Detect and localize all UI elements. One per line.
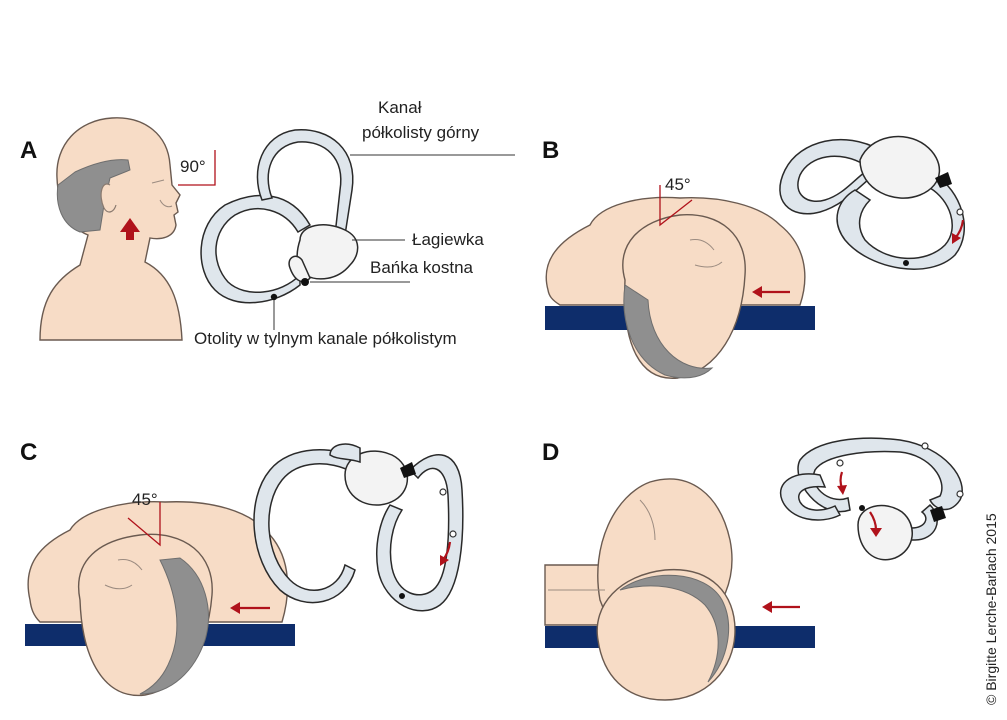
- otolith-dot-icon: [921, 442, 929, 450]
- label-ampulla: Bańka kostna: [370, 258, 474, 277]
- upward-arrow-icon: [120, 218, 140, 240]
- panel-b: B 45°: [542, 135, 965, 379]
- angle-label-a: 90°: [180, 157, 206, 176]
- otolith-dot-icon: [859, 505, 865, 511]
- direction-arrow-icon: [752, 286, 790, 298]
- angle-marker-a: 90°: [178, 150, 216, 186]
- patient-profile-sitting: [39, 117, 183, 341]
- patient-supine-b: [545, 196, 806, 379]
- panel-b-letter: B: [542, 137, 559, 164]
- angle-label-b: 45°: [665, 175, 691, 194]
- otolith-dot-icon: [439, 488, 447, 496]
- patient-supine-c: [27, 501, 289, 697]
- labyrinth-c: [253, 443, 464, 612]
- patient-lateral-d: [544, 478, 736, 701]
- labyrinth-a: [200, 129, 359, 304]
- ampulla-cupula-icon: [301, 278, 309, 286]
- direction-arrow-icon: [230, 602, 270, 614]
- label-superior-canal-2: półkolisty górny: [362, 123, 480, 142]
- labyrinth-d: [779, 437, 964, 561]
- otolith-dot-icon: [270, 293, 278, 301]
- panel-c: C 45°: [20, 439, 464, 697]
- angle-marker-b: 45°: [659, 175, 693, 227]
- panel-a: A 90° Kanał: [20, 98, 515, 348]
- angle-marker-c: 45°: [127, 490, 161, 547]
- panel-d: D: [542, 437, 964, 701]
- labyrinth-b: [779, 135, 965, 270]
- otolith-dot-icon: [399, 593, 405, 599]
- otolith-dot-icon: [836, 459, 844, 467]
- ampulla-cupula-icon: [400, 462, 416, 478]
- panel-a-letter: A: [20, 137, 37, 164]
- label-utricle: Łagiewka: [412, 230, 484, 249]
- ampulla-cupula-icon: [930, 506, 946, 522]
- panel-d-letter: D: [542, 439, 559, 466]
- otolith-dot-icon: [956, 490, 964, 498]
- angle-label-c: 45°: [132, 490, 158, 509]
- copyright-credit: © Birgitte Lerche-Barlach 2015: [983, 513, 999, 705]
- label-otoliths: Otolity w tylnym kanale półkolistym: [194, 329, 457, 348]
- ampulla-cupula-icon: [935, 172, 952, 188]
- direction-arrow-icon: [762, 601, 800, 613]
- otolith-dot-icon: [449, 530, 457, 538]
- panel-c-letter: C: [20, 439, 37, 466]
- label-superior-canal-1: Kanał: [378, 98, 422, 117]
- otolith-dot-icon: [956, 208, 964, 216]
- otolith-dot-icon: [903, 260, 909, 266]
